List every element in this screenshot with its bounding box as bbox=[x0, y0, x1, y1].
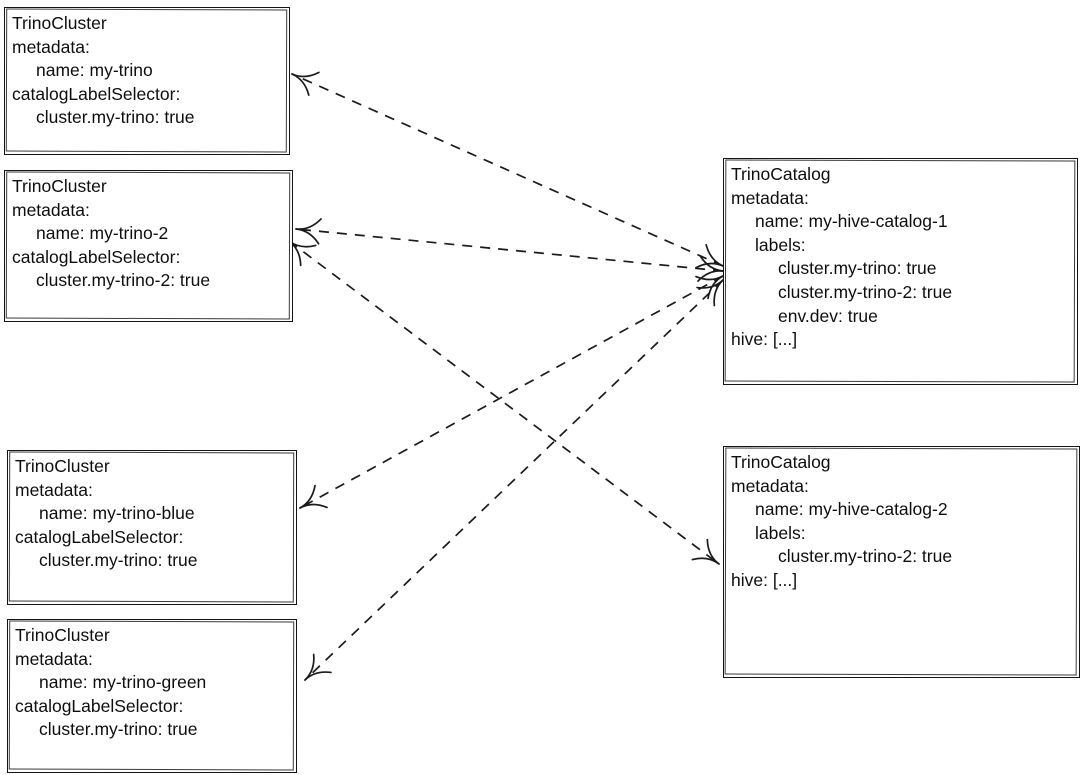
edge-arrowhead bbox=[695, 262, 724, 269]
selector-label: catalogLabelSelector: bbox=[12, 83, 181, 104]
resource-kind-label: TrinoCluster bbox=[12, 13, 107, 33]
name-line: name: my-trino bbox=[36, 60, 153, 81]
metadata-label: metadata: bbox=[731, 187, 809, 208]
selector-label: catalogLabelSelector: bbox=[12, 246, 181, 267]
edge-dashed-line bbox=[295, 228, 724, 272]
selector-value: cluster.my-trino: true bbox=[36, 107, 195, 128]
edge-arrowhead bbox=[707, 275, 724, 300]
selector-label: catalogLabelSelector: bbox=[15, 526, 184, 547]
labels-label: labels: bbox=[755, 522, 806, 543]
edge-arrowhead bbox=[299, 484, 316, 509]
selector-value: cluster.my-trino: true bbox=[39, 550, 198, 571]
edge-dashed-line bbox=[299, 275, 724, 509]
selector-value: cluster.my-trino-2: true bbox=[36, 270, 211, 291]
resource-kind-label: TrinoCluster bbox=[15, 625, 110, 645]
edge-arrowhead bbox=[304, 671, 332, 681]
edge-arrowhead bbox=[713, 279, 724, 307]
trinocatalog-my-hive-catalog-2-card: TrinoCatalog metadata: name: my-hive-cat… bbox=[723, 446, 1080, 678]
edge-dashed-line bbox=[291, 73, 724, 267]
trinocluster-my-trino-green-card: TrinoCluster metadata: name: my-trino-gr… bbox=[7, 619, 297, 773]
metadata-label: metadata: bbox=[731, 475, 809, 496]
metadata-label: metadata: bbox=[15, 479, 93, 500]
edge-arrowhead bbox=[695, 275, 724, 281]
hive-line: hive: [...] bbox=[731, 569, 798, 590]
edge-arrowhead bbox=[696, 279, 724, 289]
edge-arrowhead bbox=[291, 73, 310, 96]
name-line: name: my-trino-green bbox=[39, 672, 207, 693]
name-line: name: my-trino-blue bbox=[39, 503, 195, 524]
edge-arrowhead bbox=[697, 270, 724, 282]
edge-dashed-line bbox=[288, 240, 720, 565]
metadata-label: metadata: bbox=[15, 648, 93, 669]
edge-arrowhead bbox=[699, 255, 724, 272]
edge-arrowhead bbox=[295, 218, 322, 230]
trinocluster-my-trino-blue-card: TrinoCluster metadata: name: my-trino-bl… bbox=[7, 450, 297, 605]
name-line: name: my-hive-catalog-1 bbox=[755, 211, 948, 232]
label-entry: cluster.my-trino: true bbox=[778, 258, 937, 279]
selector-value: cluster.my-trino: true bbox=[39, 719, 198, 740]
edge-arrowhead bbox=[304, 653, 315, 681]
edge-arrowhead bbox=[299, 503, 328, 509]
resource-kind-label: TrinoCatalog bbox=[731, 164, 831, 184]
hive-line: hive: [...] bbox=[731, 329, 798, 350]
resource-kind-label: TrinoCluster bbox=[12, 176, 107, 196]
label-entry: cluster.my-trino-2: true bbox=[778, 546, 953, 567]
metadata-label: metadata: bbox=[12, 36, 90, 57]
edge-arrowhead bbox=[706, 538, 720, 565]
edge-dashed-line bbox=[304, 279, 724, 681]
resource-kind-label: TrinoCluster bbox=[15, 456, 110, 476]
metadata-label: metadata: bbox=[12, 199, 90, 220]
trinocluster-my-trino-card: TrinoCluster metadata: name: my-trino ca… bbox=[4, 7, 290, 155]
edge-arrowhead bbox=[291, 71, 320, 78]
edge-arrowhead bbox=[705, 244, 724, 267]
label-entry: cluster.my-trino-2: true bbox=[778, 281, 953, 302]
label-entry: env.dev: true bbox=[778, 305, 878, 326]
edge-arrowhead bbox=[691, 557, 720, 565]
name-line: name: my-trino-2 bbox=[36, 223, 169, 244]
name-line: name: my-hive-catalog-2 bbox=[755, 499, 948, 520]
edge-arrowhead bbox=[295, 228, 320, 245]
trinocatalog-my-hive-catalog-1-card: TrinoCatalog metadata: name: my-hive-cat… bbox=[723, 158, 1078, 385]
selector-label: catalogLabelSelector: bbox=[15, 695, 184, 716]
resource-kind-label: TrinoCatalog bbox=[731, 452, 831, 472]
labels-label: labels: bbox=[755, 234, 806, 255]
trinocluster-my-trino-2-card: TrinoCluster metadata: name: my-trino-2 … bbox=[4, 170, 293, 322]
